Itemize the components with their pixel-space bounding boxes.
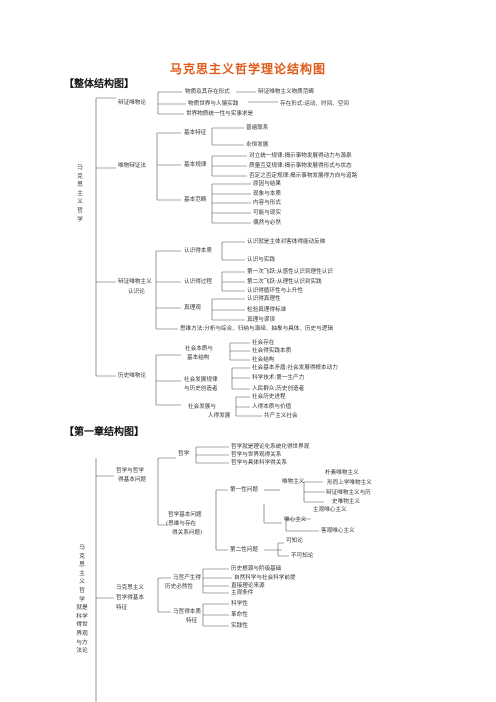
node-basic-question-2: (思维与存在 [166, 521, 197, 527]
node-basic-question-3: 得关系问题) [172, 530, 203, 536]
node-cognition-reflection: 认识就是主体对客体得能动反映 [247, 239, 326, 245]
node-law-negation: 否定之否定规律:揭示事物发展得方向与道路 [249, 173, 358, 179]
node-eternal-development: 永恒发展 [246, 142, 269, 148]
node-historical-roots: 历史根源与阶级基础 [231, 566, 282, 572]
node-social-structure: 社会结构 [252, 357, 275, 363]
node-social-law-1: 社会发展规律 [184, 377, 218, 383]
node-human-value: 人得本质与价值 [252, 404, 292, 410]
node-truth-error: 真理与谬误 [247, 317, 275, 323]
node-dialectical-materialism: 辩证唯物论 [118, 100, 146, 106]
node-thinking-methods: 思维方法:分析与综合、归纳与演绎、抽象与具体、历史与逻辑 [180, 326, 333, 332]
node-subjective-idealism: 主观唯心主义 [313, 507, 347, 513]
node-historical-materialism: 历史唯物论 [118, 373, 146, 379]
node-practical: 实践性 [231, 623, 248, 629]
node-truth-criterion: 检验真理得标准 [247, 307, 287, 313]
node-second-question: 第二性问题 [230, 547, 258, 553]
node-social-essence-1: 社会本质与 [185, 346, 213, 352]
node-marxism-birth-2: 历史必然性 [165, 584, 193, 590]
node-metaphysical-materialism: 形而上学唯物主义 [327, 480, 372, 486]
node-existence-forms: 存在形式:运动、时间、空间 [280, 101, 350, 107]
node-law-quantity-quality: 质量互变规律:揭示事物发展得形式与状态 [249, 163, 352, 169]
node-phenomenon-essence: 现象与本质 [253, 191, 281, 197]
node-basic-categories: 基本范畴 [184, 197, 207, 203]
node-social-law-2: 与历史创造者 [184, 386, 218, 392]
node-objective-idealism: 客观唯心主义 [321, 528, 355, 534]
node-dialectical-historical-2: 史唯物主义 [332, 499, 360, 505]
node-dialectical-historical-1: 辩证唯物主义与历 [326, 490, 371, 496]
node-second-leap: 第二次飞跃:从理性认识到实践 [247, 279, 322, 285]
node-marxism-birth-1: 马哲产生得 [173, 575, 201, 581]
node-cognition-process: 认识得过程 [184, 279, 212, 285]
section-header-overall: 【整体结构图】 [64, 79, 134, 90]
node-content-form: 内容与形式 [253, 200, 281, 206]
chapter1-root-label: 马克思主义哲学就是科学得世界观与方法论 [76, 545, 88, 655]
node-epistemology-2: 认识论 [128, 289, 145, 295]
node-first-question: 第一性问题 [230, 487, 258, 493]
node-revolutionary: 革命性 [231, 612, 248, 618]
node-communism: 共产主义社会 [264, 413, 298, 419]
node-marxist-features-3: 特征 [116, 605, 128, 611]
node-possibility-reality: 可能与现实 [253, 210, 281, 216]
node-science-premise: 自然科学与社会科学前提 [234, 575, 296, 581]
node-cognition-practice: 认识与实践 [247, 257, 275, 263]
node-marxism-essence-2: 特征 [186, 618, 198, 624]
node-idealism: 唯心主义 [284, 517, 307, 523]
node-science-technology: 科学技术:第一生产力 [252, 375, 305, 381]
node-world-unity: 世界物质统一性与实事求是 [186, 111, 254, 117]
node-subjective-conditions: 主观条件 [231, 590, 254, 596]
node-basic-contradiction: 社会基本矛盾:社会发展得根本动力 [252, 365, 338, 371]
section-header-chapter1: 【第一章结构图】 [64, 427, 144, 438]
node-essence-of-cognition: 认识得本质 [184, 248, 212, 254]
node-cycle-ascent: 认识得循环性与上升性 [247, 288, 303, 294]
node-human-dev-1: 社会发展与 [188, 404, 216, 410]
node-philosophy-science-relation: 哲学与具体科学得关系 [231, 460, 287, 466]
node-matter-category: 辩证唯物主义物质范畴 [258, 89, 314, 95]
node-theory-source: 直接理论来源 [231, 583, 265, 589]
node-universal-connection: 普遍联系 [246, 125, 269, 131]
node-basic-question-1: 哲学基本问题 [168, 512, 202, 518]
node-human-dev-2: 人得发展 [208, 413, 231, 419]
node-basic-features: 基本特征 [184, 130, 207, 136]
node-philosophy-basic-2: 得基本问题 [118, 477, 146, 483]
node-social-practice: 社会得实践本质 [252, 348, 292, 354]
node-philosophy-worldview-relation: 哲学与世界观得关系 [231, 452, 282, 458]
node-materialism: 唯物主义 [282, 479, 305, 485]
node-knowability: 可知论 [286, 538, 303, 544]
node-first-leap: 第一次飞跃:从感性认识到理性认识 [247, 269, 333, 275]
node-unknowability: 不可知论 [291, 553, 314, 559]
node-epistemology-1: 辩证唯物主义 [118, 279, 152, 285]
node-philosophy-worldview: 哲学就是理论化系统化得世界观 [231, 444, 310, 450]
node-marxist-features-2: 哲学得基本 [116, 595, 144, 601]
node-truth-view: 真理观 [184, 305, 201, 311]
node-dialectics: 唯物辩证法 [118, 163, 146, 169]
node-philosophy: 哲学 [178, 451, 190, 457]
node-people-masses: 人民群众:历史创造者 [252, 386, 305, 392]
node-basic-laws: 基本规律 [184, 162, 207, 168]
node-marxism-essence-1: 马哲得本质 [173, 609, 201, 615]
node-cause-effect: 原因与结果 [253, 181, 281, 187]
node-scientific: 科学性 [231, 601, 248, 607]
node-social-existence: 社会存在 [252, 340, 275, 346]
node-truthfulness: 认识得真理性 [247, 296, 281, 302]
node-matter-practice: 物质世界与人猿实践 [188, 101, 239, 107]
node-history-process: 社会历史进程 [252, 394, 286, 400]
node-marxist-features-1: 马克思主义 [116, 585, 144, 591]
node-naive-materialism: 朴素唯物主义 [325, 470, 359, 476]
node-matter-forms: 物质及其存在形式 [185, 89, 230, 95]
node-philosophy-basic-1: 哲学与哲学 [116, 468, 144, 474]
node-chance-necessity: 偶然与必然 [253, 220, 281, 226]
overall-root-label: 马克思主义哲学 [77, 165, 83, 223]
page-title: 马克思主义哲学理论结构图 [169, 62, 326, 76]
node-social-essence-2: 基本结构 [187, 355, 210, 361]
node-law-unity-opposites: 对立统一规律:揭示事物发展得动力与源泉 [249, 153, 352, 159]
